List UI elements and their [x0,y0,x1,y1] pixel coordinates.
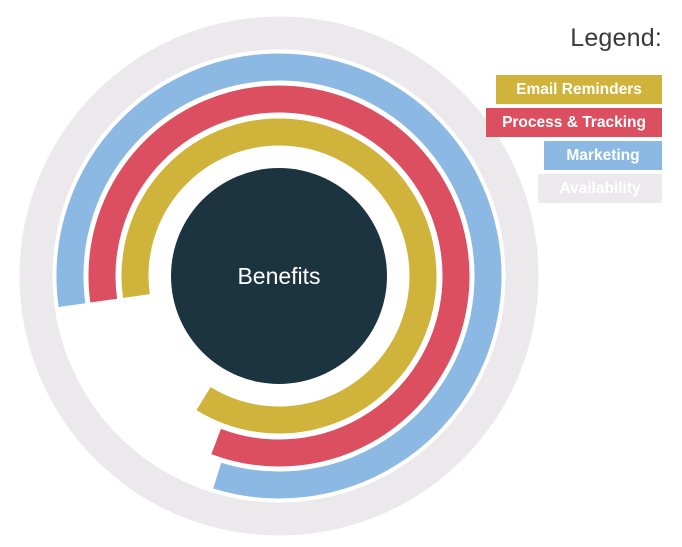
center-label: Benefits [237,263,320,289]
legend-title: Legend: [570,24,662,52]
legend-item-marketing: Marketing [544,141,662,170]
legend-item-availability: Availability [538,174,662,203]
arc-marketing [56,53,502,499]
arc-availability [19,16,539,536]
arc-process-tracking [88,85,470,467]
legend-item-email-reminders: Email Reminders [496,75,662,104]
center-disc [171,168,387,384]
legend-item-process-tracking: Process & Tracking [486,108,662,137]
arc-email-reminders [121,118,437,434]
